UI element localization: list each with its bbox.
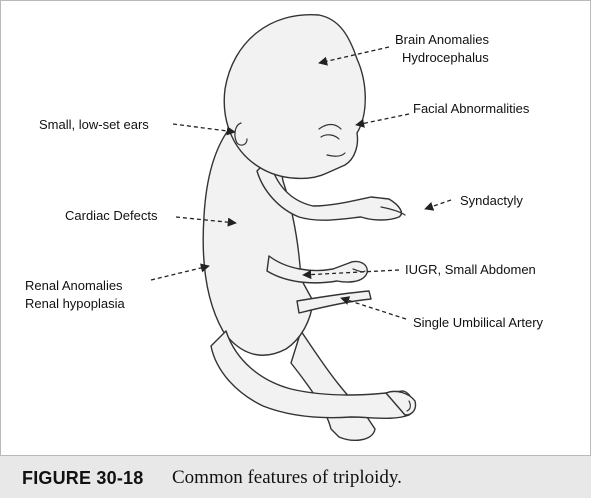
label-syndactyly: Syndactyly [460,193,523,208]
caption-text: Common features of triploidy. [172,467,402,488]
figure-number: FIGURE 30-18 [22,468,144,488]
arrow-renal [150,263,210,281]
arrow-ears [172,123,236,136]
label-renal-hypoplasia: Renal hypoplasia [25,296,126,311]
label-iugr: IUGR, Small Abdomen [405,262,536,277]
label-renal-anomalies: Renal Anomalies [25,278,123,293]
arrow-syndactyly [424,199,452,211]
fetus-illustration: Brain Anomalies Hydrocephalus Facial Abn… [25,13,544,441]
arrow-brain [318,46,390,66]
figure-caption: FIGURE 30-18 Common features of triploid… [0,456,591,498]
label-cardiac-defects: Cardiac Defects [65,208,158,223]
arrow-iugr [302,269,400,280]
pointer-arrows [150,46,452,320]
arrow-facial [355,113,410,128]
arrow-cardiac [175,216,237,227]
label-single-umbilical-artery: Single Umbilical Artery [413,315,544,330]
fetus-body [202,13,417,441]
label-hydrocephalus: Hydrocephalus [402,50,489,65]
label-brain-anomalies: Brain Anomalies [395,32,489,47]
label-facial-abnormalities: Facial Abnormalities [413,101,530,116]
label-small-low-set-ears: Small, low-set ears [39,117,149,132]
arrow-umbilical [340,296,407,320]
triploidy-diagram: Brain Anomalies Hydrocephalus Facial Abn… [0,0,591,456]
